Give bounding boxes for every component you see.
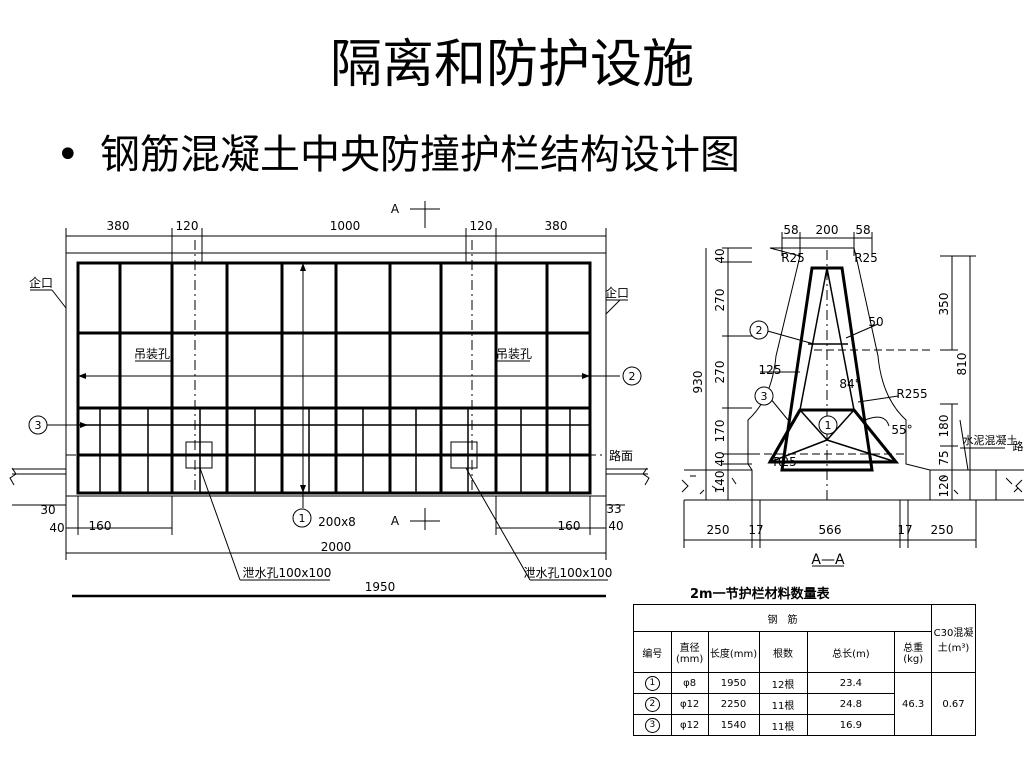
row-number: 2 bbox=[644, 696, 660, 712]
sec-dim-170: 170 bbox=[713, 420, 727, 443]
table-cell: φ12 bbox=[670, 693, 709, 715]
table-cell: 24.8 bbox=[806, 693, 896, 715]
bullet-item: • 钢筋混凝土中央防撞护栏结构设计图 bbox=[56, 128, 740, 182]
table-header: 编号 bbox=[633, 631, 672, 673]
sec-dim-140: 140 bbox=[713, 471, 727, 494]
table-concrete-volume: 0.67 bbox=[931, 672, 976, 736]
label-drain-left: 泄水孔100x100 bbox=[243, 566, 332, 580]
sec-dim-270-b: 270 bbox=[713, 361, 727, 384]
table-cell: 1540 bbox=[707, 714, 760, 736]
table-row: 1 φ8 1950 12根 23.4 46.3 0.67 bbox=[633, 672, 976, 736]
label-spacing: 200x8 bbox=[318, 515, 356, 529]
table-title: 2m一节护栏材料数量表 bbox=[690, 587, 830, 602]
table-concrete-header: C30混凝土(m³) bbox=[931, 604, 976, 673]
dim-40-left: 40 bbox=[49, 521, 64, 535]
sec-dim-58-right: 58 bbox=[855, 223, 870, 237]
sec-dim-17-left: 17 bbox=[748, 523, 763, 537]
sec-rebar-marker-3: 3 bbox=[761, 390, 768, 403]
sec-dim-58-left: 58 bbox=[783, 223, 798, 237]
row-number: 1 bbox=[644, 675, 660, 691]
dim-1950: 1950 bbox=[365, 580, 396, 594]
rebar-marker-1: 1 bbox=[299, 512, 306, 525]
sec-dim-270-a: 270 bbox=[713, 289, 727, 312]
sec-rebar-marker-1: 1 bbox=[825, 419, 832, 432]
rebar-marker-2: 2 bbox=[629, 370, 636, 383]
table-header: 总重(kg) bbox=[894, 631, 933, 673]
table-total-weight: 46.3 bbox=[894, 672, 933, 736]
section-drawing: 58 200 58 R25 R25 R25 R255 84° 55° 50 12… bbox=[681, 223, 1024, 568]
table-header: 长度(mm) bbox=[707, 631, 760, 673]
dim-160-right: 160 bbox=[558, 519, 581, 533]
dim-40-right: 40 bbox=[608, 519, 623, 533]
label-left-mouth: 企口 bbox=[29, 275, 53, 290]
dim-160-left: 160 bbox=[89, 519, 112, 533]
label-road-surface: 路面 bbox=[609, 448, 633, 463]
sec-dim-120: 120 bbox=[937, 475, 951, 498]
sec-dim-40-top: 40 bbox=[713, 248, 727, 263]
slide-title: 隔离和防护设施 bbox=[329, 35, 694, 95]
label-road-cut: 路 bbox=[1013, 440, 1024, 453]
row-number: 3 bbox=[644, 717, 660, 733]
table-header: 直径(mm) bbox=[670, 631, 709, 673]
table-cell: 1950 bbox=[707, 672, 760, 694]
rebar-marker-3: 3 bbox=[35, 419, 42, 432]
sec-dim-200: 200 bbox=[816, 223, 839, 237]
sec-dim-250-right: 250 bbox=[931, 523, 954, 537]
bullet-text: 钢筋混凝土中央防撞护栏结构设计图 bbox=[100, 132, 740, 178]
sec-dim-17-right: 17 bbox=[897, 523, 912, 537]
table-cell: 16.9 bbox=[806, 714, 896, 736]
table-cell: 12根 bbox=[758, 672, 808, 694]
sec-rebar-marker-2: 2 bbox=[756, 324, 763, 337]
section-mark-top: A bbox=[391, 202, 400, 216]
table-header: 总长(m) bbox=[806, 631, 896, 673]
label-angle-55: 55° bbox=[891, 423, 912, 437]
table-cell: 2250 bbox=[707, 693, 760, 715]
label-r25-right: R25 bbox=[854, 251, 878, 265]
sec-dim-250-left: 250 bbox=[707, 523, 730, 537]
dim-380-left: 380 bbox=[107, 219, 130, 233]
dim-1000: 1000 bbox=[330, 219, 361, 233]
label-dim-50: 50 bbox=[868, 315, 883, 329]
label-hoist-hole-left: 吊装孔 bbox=[134, 347, 170, 361]
sec-dim-40-bottom: 40 bbox=[713, 451, 727, 466]
table-header: 根数 bbox=[758, 631, 808, 673]
sec-dim-930: 930 bbox=[691, 371, 705, 394]
table-cell: φ8 bbox=[670, 672, 709, 694]
sec-dim-75: 75 bbox=[937, 450, 951, 465]
sec-dim-810: 810 bbox=[955, 353, 969, 376]
label-drain-right: 泄水孔100x100 bbox=[524, 566, 613, 580]
sec-dim-180: 180 bbox=[937, 415, 951, 438]
table-group-header: 钢 筋 bbox=[632, 604, 933, 632]
bullet-dot: • bbox=[56, 132, 80, 178]
elevation-drawing: 380 120 1000 120 380 A A 企口 企口 吊装孔 吊装孔 路… bbox=[9, 201, 650, 598]
dim-120-right: 120 bbox=[470, 219, 493, 233]
section-mark-bottom: A bbox=[391, 514, 400, 528]
sec-dim-350: 350 bbox=[937, 293, 951, 316]
table-row: 3 φ12 1540 11根 16.9 bbox=[633, 714, 976, 736]
table-cell: 23.4 bbox=[806, 672, 896, 694]
label-hoist-hole-right: 吊装孔 bbox=[496, 347, 532, 361]
label-r25-bottom: R25 bbox=[773, 455, 797, 469]
label-right-mouth: 企口 bbox=[605, 285, 629, 300]
label-r255: R255 bbox=[896, 387, 927, 401]
label-r25-left: R25 bbox=[781, 251, 805, 265]
label-dim-125: 125 bbox=[759, 363, 782, 377]
dim-30: 30 bbox=[40, 503, 55, 517]
dim-2000: 2000 bbox=[321, 540, 352, 554]
table-cell: 11根 bbox=[758, 693, 808, 715]
sec-dim-566: 566 bbox=[819, 523, 842, 537]
label-cement-concrete: 水泥混凝土 bbox=[963, 433, 1018, 447]
material-table: 钢 筋 C30混凝土(m³) 编号 直径(mm) 长度(mm) 根数 总长(m)… bbox=[632, 604, 976, 736]
dim-120-left: 120 bbox=[176, 219, 199, 233]
section-label: A—A bbox=[811, 552, 845, 568]
dim-380-right: 380 bbox=[545, 219, 568, 233]
label-angle-84: 84° bbox=[839, 377, 860, 391]
table-cell: φ12 bbox=[670, 714, 709, 736]
dim-33: 33 bbox=[606, 502, 621, 516]
table-cell: 11根 bbox=[758, 714, 808, 736]
